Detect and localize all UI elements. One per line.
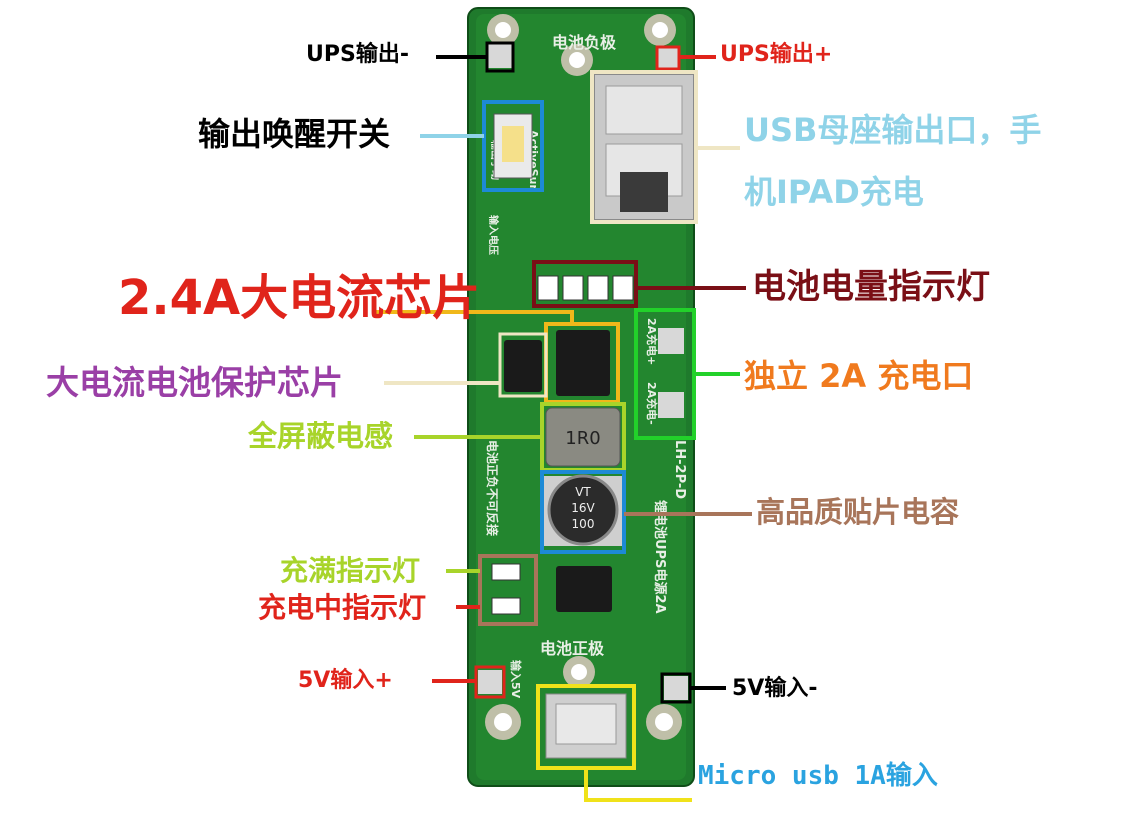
label-shield-inductor: 全屏蔽电感 bbox=[248, 419, 394, 453]
label-micro-usb: Micro usb 1A输入 bbox=[698, 761, 938, 791]
label-chip-24a: 2.4A大电流芯片 bbox=[118, 270, 481, 326]
pad-ups-plus bbox=[658, 48, 678, 68]
wake-button bbox=[493, 113, 533, 179]
chip-bottom bbox=[556, 566, 612, 612]
leader-lines bbox=[372, 55, 752, 802]
chip-24a bbox=[556, 330, 610, 396]
pad-in-plus bbox=[478, 670, 502, 694]
cap-marking-2: 16V bbox=[571, 501, 595, 515]
silk-input-bottom: 输入5V bbox=[509, 660, 523, 699]
inductor-marking: 1R0 bbox=[565, 428, 600, 449]
pad-charge-plus bbox=[658, 328, 684, 354]
pad-charge-minus bbox=[658, 392, 684, 418]
label-full-led: 充满指示灯 bbox=[280, 554, 421, 587]
micro-usb-port bbox=[545, 693, 627, 759]
usb-a-port bbox=[593, 73, 695, 221]
silk-name: 锂电池UPS电源2A bbox=[652, 500, 668, 614]
silk-input-spec: 输入电压 bbox=[487, 215, 500, 255]
label-ups-out-plus: UPS输出+ bbox=[720, 42, 833, 67]
label-in-minus: 5V输入- bbox=[732, 676, 818, 701]
label-charge-2a: 独立 2A 充电口 bbox=[744, 357, 974, 395]
label-smd-cap: 高品质贴片电容 bbox=[756, 495, 960, 529]
label-in-plus: 5V输入+ bbox=[298, 668, 393, 693]
led-charging bbox=[491, 597, 521, 615]
label-protect-chip: 大电流电池保护芯片 bbox=[46, 363, 343, 402]
label-wake-switch: 输出唤醒开关 bbox=[198, 115, 391, 153]
silk-charge-pos: 2A充电+ bbox=[645, 318, 659, 365]
inductor: 1R0 bbox=[545, 407, 621, 467]
pad-in-minus bbox=[664, 676, 688, 700]
led-full bbox=[491, 563, 521, 581]
capacitor: VT 16V 100 bbox=[544, 474, 622, 546]
silk-battery-positive: 电池正极 bbox=[540, 639, 605, 658]
silk-note: 电池正负不可反接 bbox=[485, 440, 500, 536]
cap-marking-3: 100 bbox=[572, 517, 595, 531]
box-protect bbox=[498, 332, 548, 398]
label-usb-port-line2: 机IPAD充电 bbox=[744, 173, 924, 211]
silk-charge-neg: 2A充电- bbox=[645, 382, 659, 425]
silk-model: LH-2P-D bbox=[672, 440, 687, 499]
battery-leds bbox=[537, 275, 634, 301]
label-usb-port-line1: USB母座输出口，手 bbox=[744, 111, 1042, 149]
cap-marking-1: VT bbox=[575, 485, 591, 499]
box-leds bbox=[532, 260, 638, 308]
silk-battery-negative: 电池负极 bbox=[552, 33, 617, 52]
label-battery-leds: 电池电量指示灯 bbox=[752, 267, 990, 307]
label-ups-out-minus: UPS输出- bbox=[306, 42, 409, 67]
protect-chip bbox=[504, 340, 542, 392]
box-wake bbox=[482, 100, 544, 192]
pad-ups-minus bbox=[488, 44, 512, 68]
box-status-leds bbox=[478, 554, 538, 626]
label-charging-led: 充电中指示灯 bbox=[258, 591, 427, 624]
